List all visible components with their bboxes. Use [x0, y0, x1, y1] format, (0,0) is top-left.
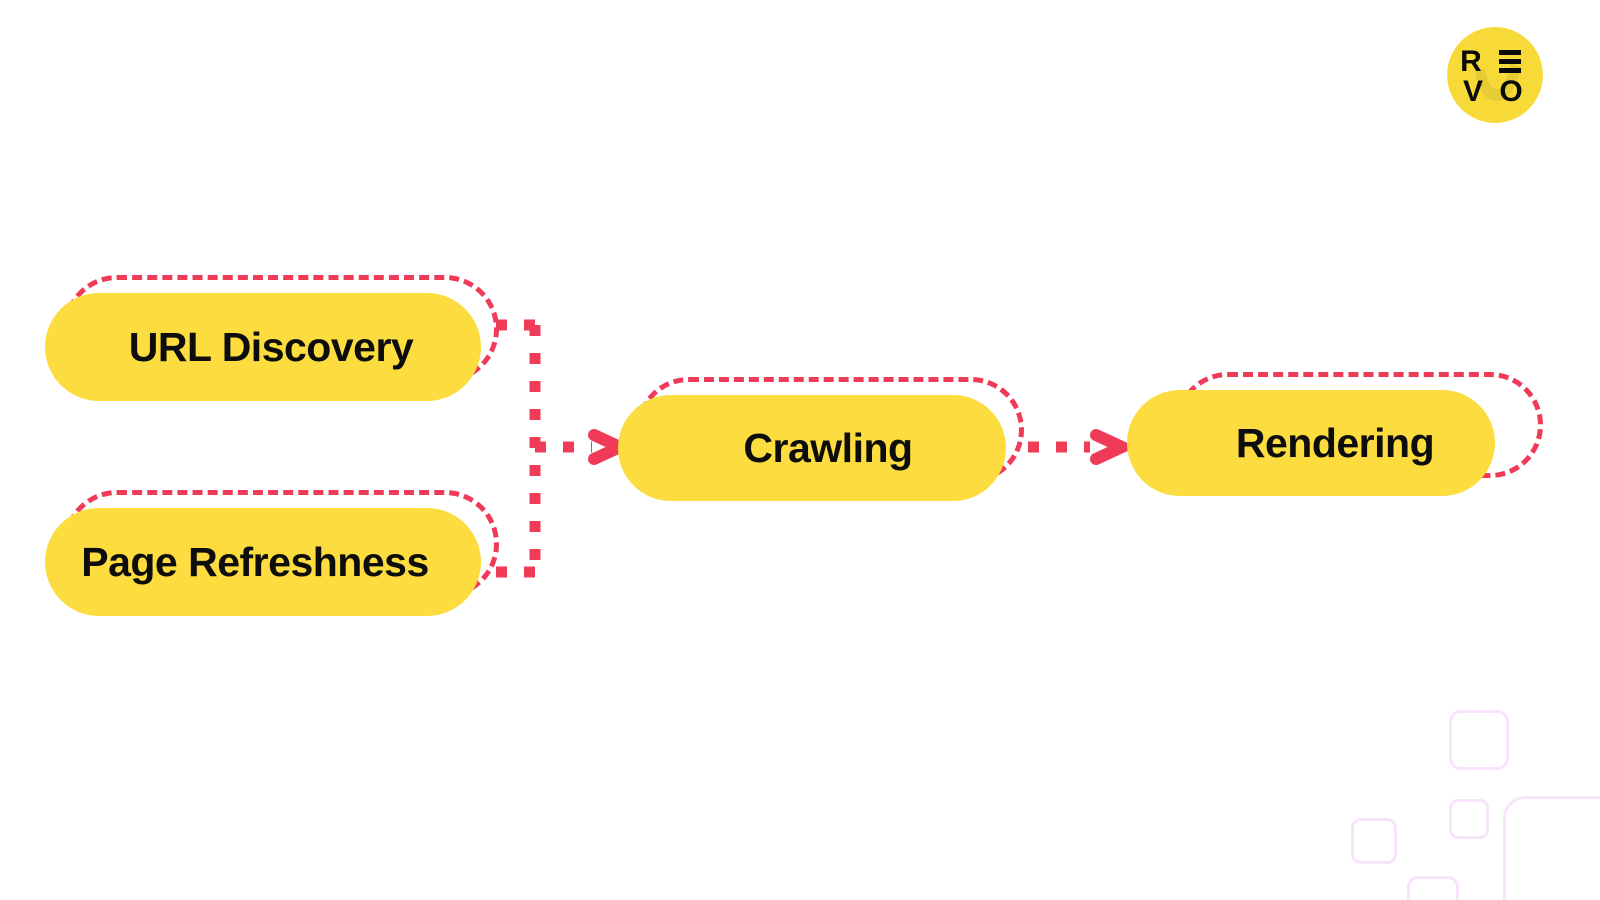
arrowhead-to-rendering-icon	[1090, 429, 1137, 465]
node-label-url-discovery: URL Discovery	[128, 323, 414, 370]
decor-square	[1503, 796, 1600, 900]
logo-bar-3	[1499, 68, 1521, 73]
logo-bar-2	[1499, 59, 1521, 64]
node-label-crawling: Crawling	[743, 424, 913, 471]
logo-bar-1	[1499, 50, 1521, 55]
node-crawling[interactable]: Crawling	[618, 395, 1006, 501]
revo-logo-mark: R V O	[1447, 27, 1543, 123]
decor-square	[1449, 799, 1489, 839]
logo-letter-v: V	[1463, 75, 1483, 108]
decor-square	[1351, 818, 1397, 864]
node-url-discovery[interactable]: URL Discovery	[45, 293, 481, 401]
arrowhead-to-crawling-icon	[588, 429, 635, 465]
node-page-refreshness[interactable]: Page Refreshness	[45, 508, 481, 616]
node-label-rendering: Rendering	[1235, 419, 1435, 466]
decor-square	[1407, 876, 1459, 900]
node-label-page-refreshness: Page Refreshness	[81, 538, 429, 585]
logo-letter-o: O	[1499, 75, 1522, 108]
logo-letters: R V O	[1460, 45, 1523, 108]
node-rendering[interactable]: Rendering	[1127, 390, 1495, 496]
decor-square	[1449, 710, 1509, 770]
logo-letter-r: R	[1460, 45, 1482, 78]
revo-logo[interactable]: R V O	[1447, 27, 1543, 123]
